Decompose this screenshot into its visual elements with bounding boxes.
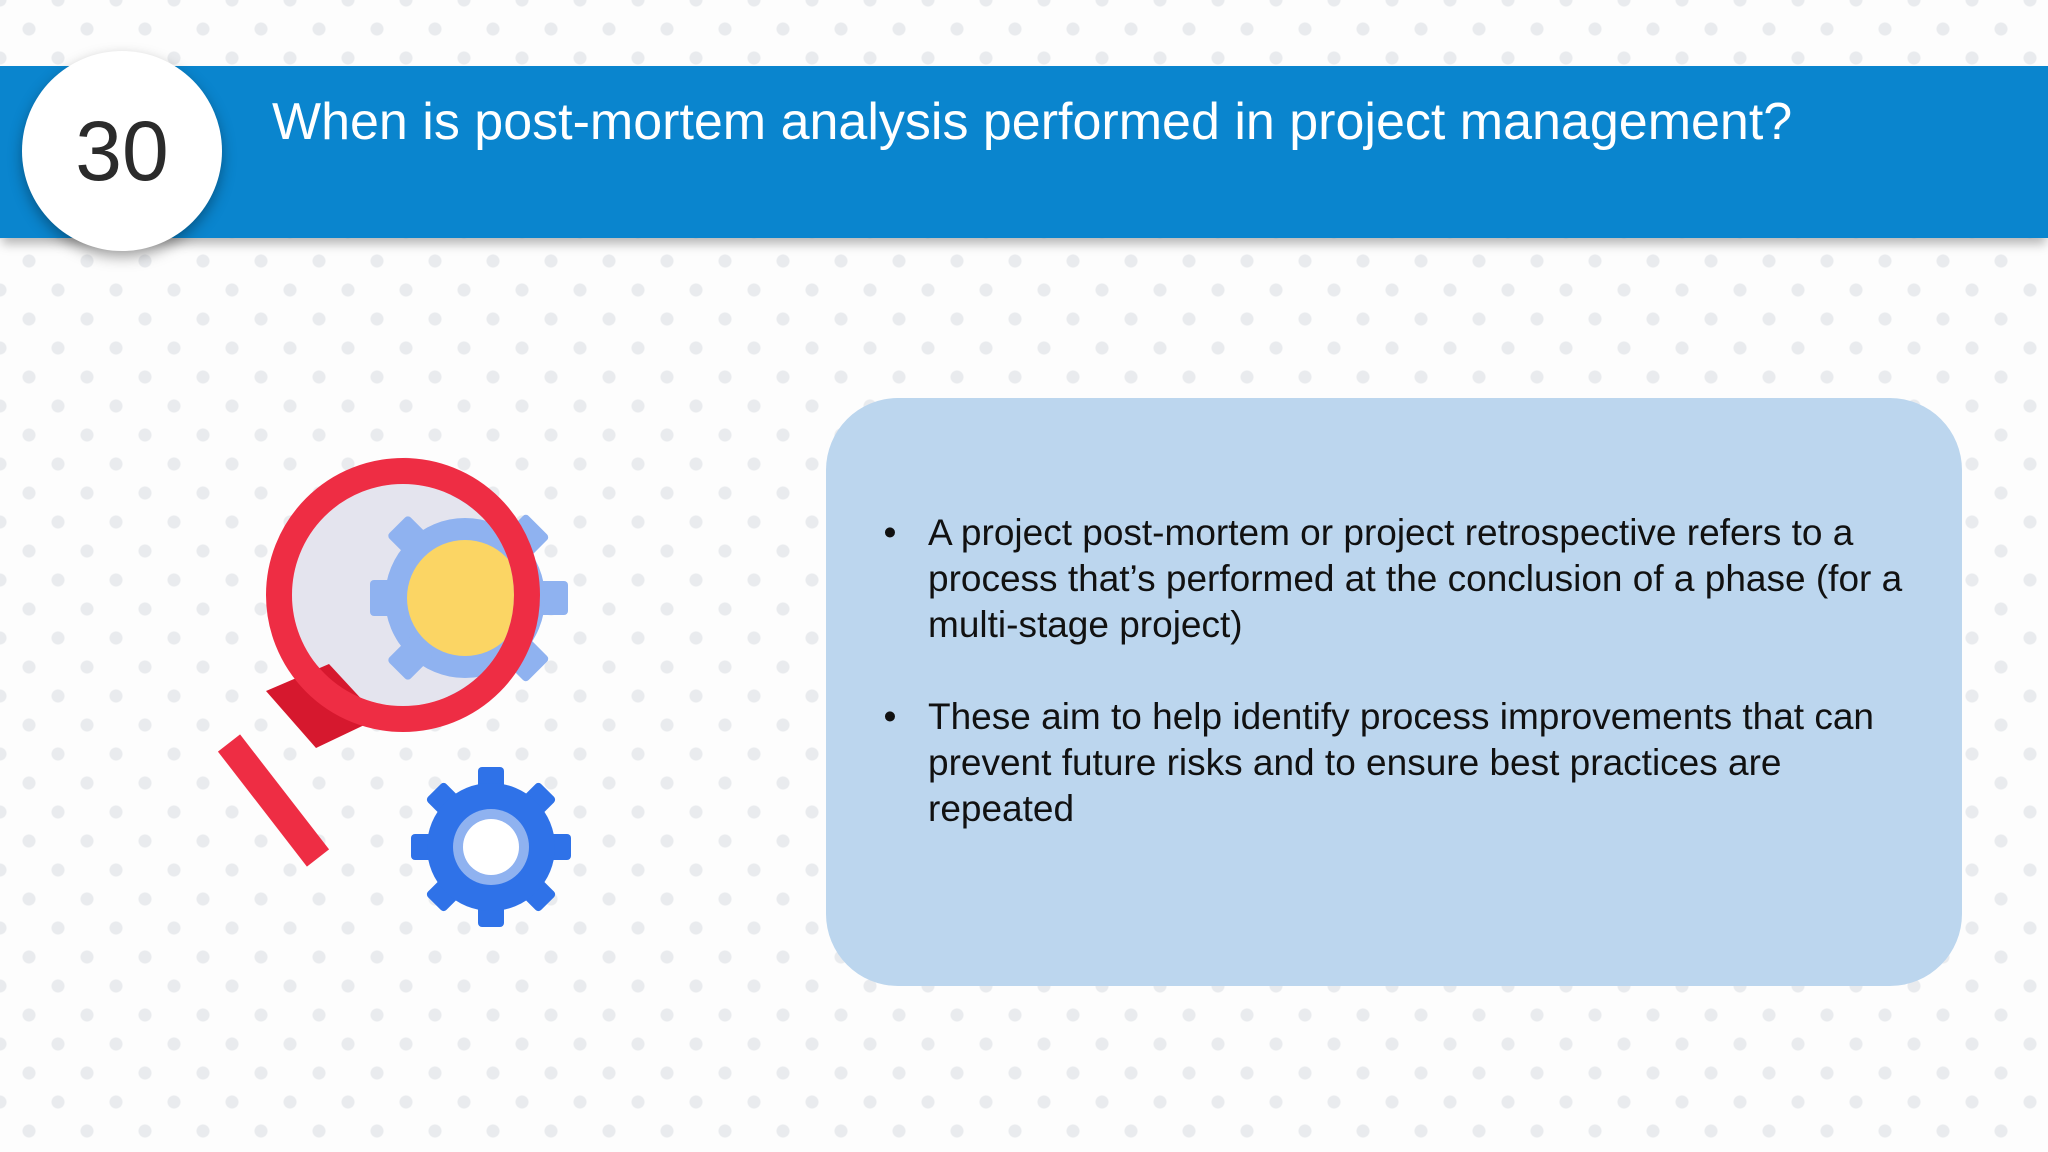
magnifying-glass-icon [217,458,540,867]
bullet-marker: • [883,696,897,737]
small-gear-icon [411,767,571,927]
bullet-text: A project post-mortem or project retrosp… [928,512,1903,645]
bullet-text: These aim to help identify process impro… [928,696,1875,829]
answer-bullets: • A project post-mortem or project retro… [880,510,1920,878]
question-number: 30 [75,104,169,198]
lens-gear-icon [370,516,514,680]
bullet-item: • These aim to help identify process imp… [880,694,1920,832]
analysis-illustration [217,458,571,927]
bullet-item: • A project post-mortem or project retro… [880,510,1920,648]
header-band [0,66,2048,238]
bullet-marker: • [883,512,897,553]
question-title: When is post-mortem analysis performed i… [272,93,1793,151]
answer-box: • A project post-mortem or project retro… [826,398,1962,986]
question-number-badge: 30 [22,51,222,251]
